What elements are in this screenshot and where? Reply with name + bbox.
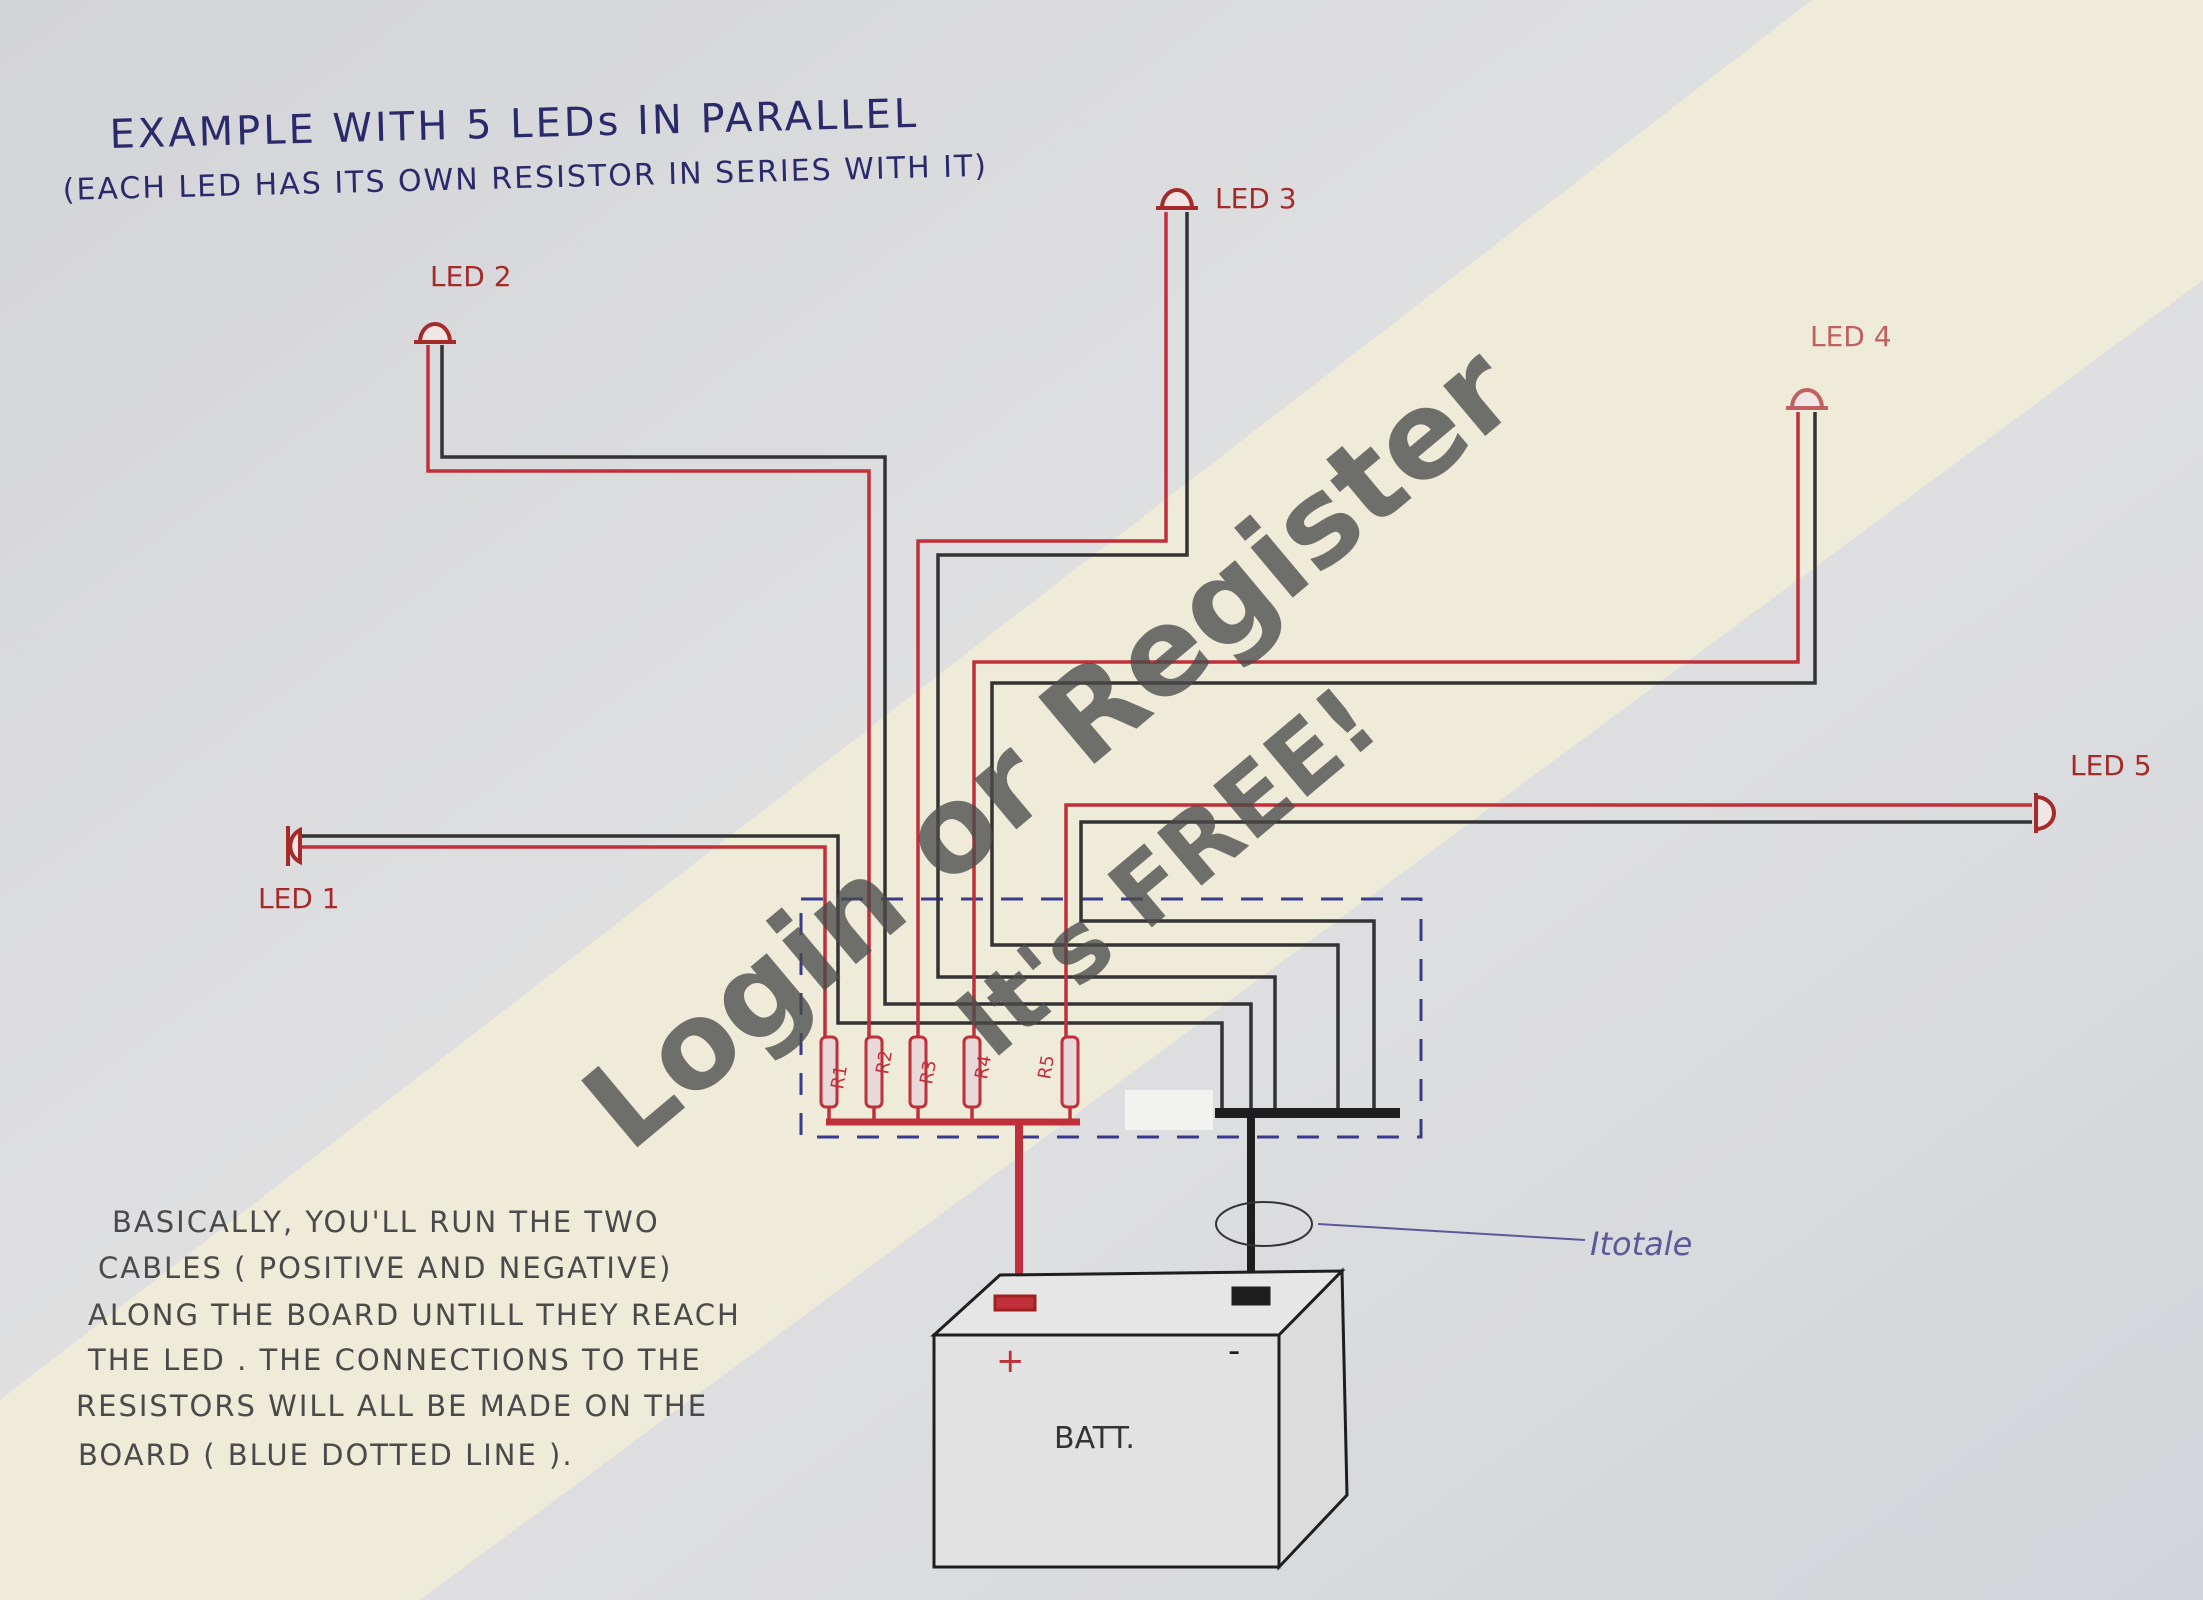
led-2-icon <box>414 322 456 344</box>
leds <box>286 188 2056 866</box>
resistor-r3 <box>908 1035 928 1109</box>
led-5-positive-wire <box>1064 803 2032 1037</box>
board-outline <box>799 897 1423 1139</box>
led-1-label: LED 1 <box>258 882 340 915</box>
led-3-positive-wire <box>916 212 1168 1037</box>
explanation-note: BASICALLY, YOU'LL RUN THE TWO CABLES ( P… <box>76 1205 741 1472</box>
led-3-negative-wire <box>936 212 1277 1113</box>
battery-negative-sign: - <box>1228 1331 1240 1371</box>
led-5-label: LED 5 <box>2070 749 2152 782</box>
battery-side <box>1277 1267 1349 1571</box>
led-4-positive-wire <box>972 412 1800 1037</box>
resistor-r2-label: R2 <box>872 1049 897 1076</box>
led-2-label: LED 2 <box>430 260 512 293</box>
led-5-negative-wire <box>1079 820 2032 1113</box>
tape-patch <box>1125 1090 1213 1130</box>
battery-label: BATT. <box>1054 1421 1135 1456</box>
current-label: Itotale <box>1590 1225 1692 1263</box>
led-1-icon <box>286 826 302 866</box>
led-3-label: LED 3 <box>1215 182 1297 215</box>
note-line: THE LED . THE CONNECTIONS TO THE <box>87 1343 702 1377</box>
resistor-r4 <box>962 1035 982 1109</box>
battery-positive-sign: + <box>996 1341 1025 1381</box>
resistors <box>819 1035 1080 1109</box>
positive-terminal <box>993 1294 1037 1312</box>
current-clamp <box>1215 1201 1313 1247</box>
resistor-r4-label: R4 <box>971 1054 996 1081</box>
led-3-icon <box>1156 188 1198 210</box>
current-pointer-line <box>1317 1223 1586 1241</box>
resistor-r1-label: R1 <box>827 1064 852 1091</box>
battery <box>930 1267 1349 1571</box>
led-1-negative-wire <box>302 834 1224 1113</box>
resistor-r5 <box>1060 1035 1080 1109</box>
led-1-positive-wire <box>302 845 827 1037</box>
resistor-r1 <box>819 1035 839 1109</box>
note-line: CABLES ( POSITIVE AND NEGATIVE) <box>98 1251 672 1285</box>
led-4-icon <box>1786 388 1828 410</box>
battery-front <box>932 1333 1281 1569</box>
led-5-icon <box>2034 793 2056 833</box>
led-4-negative-wire <box>990 412 1817 1113</box>
led-2-negative-wire <box>440 345 1253 1113</box>
led-4-label: LED 4 <box>1810 320 1892 353</box>
note-line: BOARD ( BLUE DOTTED LINE ). <box>78 1438 574 1472</box>
resistor-r3-label: R3 <box>916 1059 941 1086</box>
resistor-r5-label: R5 <box>1034 1054 1059 1081</box>
led-2-positive-wire <box>426 345 871 1037</box>
note-line: RESISTORS WILL ALL BE MADE ON THE <box>76 1389 708 1423</box>
note-line: BASICALLY, YOU'LL RUN THE TWO <box>112 1205 660 1239</box>
note-line: ALONG THE BOARD UNTILL THEY REACH <box>88 1298 741 1332</box>
negative-terminal <box>1231 1286 1271 1306</box>
resistor-r2 <box>864 1035 884 1109</box>
wires <box>302 212 2032 1300</box>
